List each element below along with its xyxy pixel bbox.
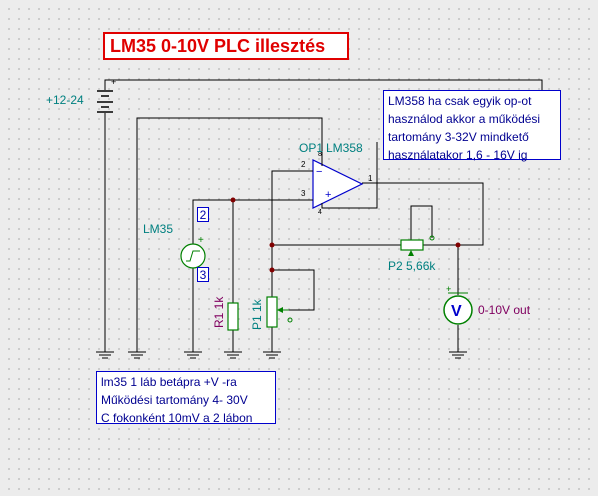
voltmeter-label: V <box>451 303 462 320</box>
output-label: 0-10V out <box>478 303 531 317</box>
r1-resistor <box>227 302 239 331</box>
opamp-ref-label: OP1 <box>299 141 324 155</box>
sensor-pin-bottom: 3 <box>197 267 209 282</box>
supply-label: +12-24 <box>46 93 84 107</box>
opamp-minus-sign: − <box>316 166 322 178</box>
svg-text:+: + <box>198 235 204 246</box>
p1-label: P1 1k <box>250 299 264 330</box>
opamp-note-line: LM358 ha csak egyik op-ot <box>388 94 532 108</box>
sensor-note-line: C fokonként 10mV a 2 lábon <box>101 411 253 425</box>
opamp-pin-vminus: 4 <box>318 209 322 216</box>
opamp-pin-noninv: 3 <box>301 189 306 198</box>
opamp-note-line: használod akkor a működési <box>388 112 541 126</box>
opamp-pin-vplus: 8 <box>318 151 322 158</box>
opamp-pin-out: 1 <box>368 174 373 183</box>
sensor-pin-top: 2 <box>197 207 209 222</box>
wires <box>96 79 543 359</box>
svg-text:+: + <box>446 284 451 294</box>
battery-plus-sign: + <box>111 77 116 87</box>
sensor-note-line: lm35 1 láb betápra +V -ra <box>101 375 237 389</box>
opamp-plus-sign: + <box>325 189 331 201</box>
opamp-output-wire <box>362 182 484 246</box>
p2-wiper-wire <box>410 205 433 245</box>
ground-symbols <box>96 351 467 359</box>
p1-wiper-wire <box>272 269 315 311</box>
p2-potentiometer <box>400 235 435 256</box>
junction-dots <box>230 197 461 273</box>
sensor-note-line: Működési tartomány 4- 30V <box>101 393 248 407</box>
opamp-note-line: használatakor 1,6 - 16V ig <box>388 148 528 162</box>
sensor-output-wire <box>192 199 305 245</box>
sensor-note: lm35 1 láb betápra +V -ra Működési tarto… <box>96 371 276 425</box>
opamp-note: LM358 ha csak egyik op-ot használod akko… <box>383 90 561 162</box>
lm35-sensor-symbol: + <box>180 235 206 269</box>
opamp-part-label: LM358 <box>326 141 363 155</box>
diagram-title: LM35 0-10V PLC illesztés <box>103 32 349 60</box>
opamp-note-line: tartomány 3-32V mindkető <box>388 130 529 144</box>
p2-label: P2 5,66k <box>388 259 436 273</box>
battery-symbol <box>97 90 113 113</box>
opamp-body <box>312 159 364 209</box>
opamp-pin-inv: 2 <box>301 160 306 169</box>
p1-potentiometer <box>266 296 293 328</box>
sensor-label: LM35 <box>143 222 174 236</box>
voltmeter-symbol: V + <box>443 284 473 325</box>
r1-label: R1 1k <box>212 296 226 328</box>
opamp: − + 2 3 1 8 4 <box>301 151 373 216</box>
inverting-input-wire <box>271 170 305 270</box>
lm35-supply-wire <box>136 117 323 352</box>
